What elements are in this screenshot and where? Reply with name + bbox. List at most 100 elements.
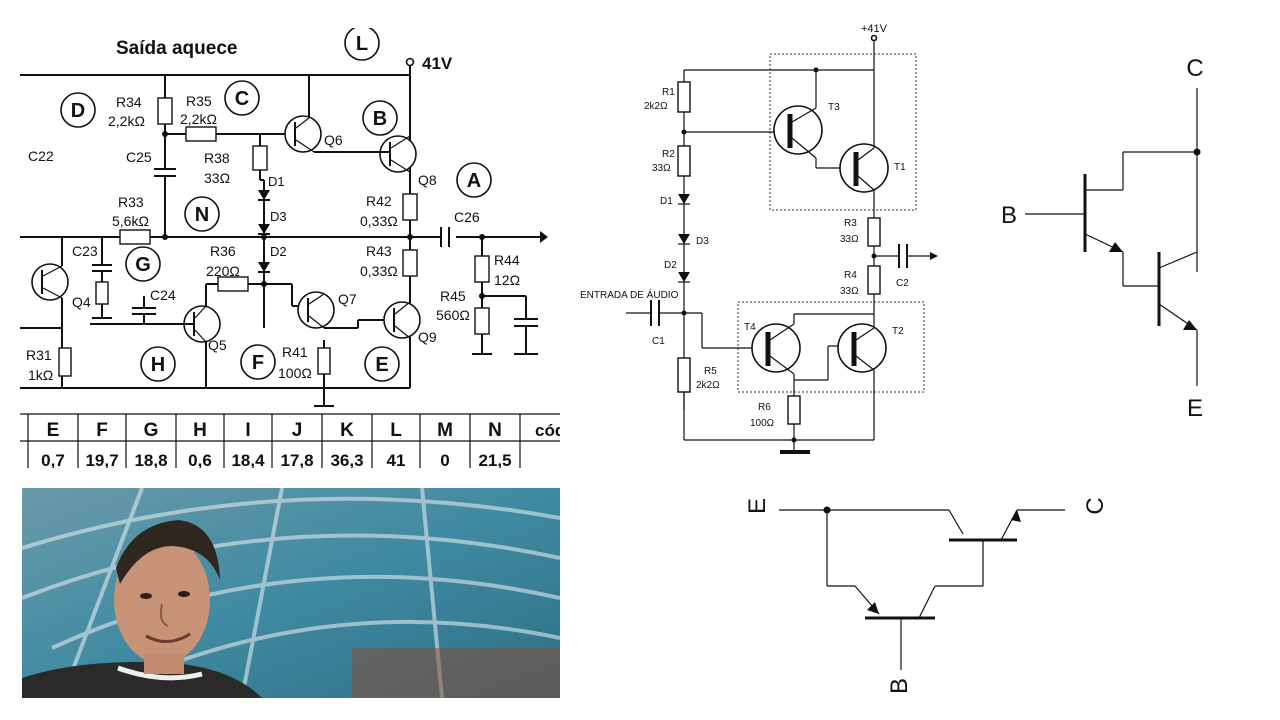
sziklai-symbol: E C B [735, 490, 1110, 702]
d2-label: D2 [270, 244, 287, 259]
r43-value: 0,33Ω [360, 263, 398, 279]
r3-value: 33Ω [840, 234, 859, 245]
simplified-circuit: +41V R1 2k2Ω R2 33Ω D1 D3 D2 R5 2k2Ω ENT… [580, 18, 948, 466]
tunnel-arches [22, 488, 560, 698]
svg-text:C: C [235, 88, 249, 110]
t4-transistor [751, 323, 801, 373]
table-value-l: 41 [387, 451, 406, 468]
collector-label: C [1082, 497, 1109, 514]
r6-label: R6 [758, 402, 771, 413]
svg-text:B: B [373, 108, 387, 130]
r6-value: 100Ω [750, 418, 775, 429]
r1-label: R1 [662, 87, 675, 98]
emitter-label: E [744, 498, 771, 514]
q7-label: Q7 [338, 291, 357, 307]
c22-label: C22 [28, 148, 54, 164]
table-header-j: J [292, 420, 303, 441]
table-header-i: I [245, 420, 250, 441]
r38-label: R38 [204, 150, 230, 166]
r45-label: R45 [440, 288, 466, 304]
table-header-m: M [437, 420, 453, 441]
table-value-g: 18,8 [134, 451, 167, 468]
d1-label: D1 [268, 174, 285, 189]
schematic-title: Saída aquece [116, 38, 237, 59]
darlington-symbol: C B E [997, 40, 1229, 458]
q9-transistor [383, 301, 421, 339]
table-value-e: 0,7 [41, 451, 65, 468]
r42-value: 0,33Ω [360, 213, 398, 229]
c24-label: C24 [150, 287, 176, 303]
r1-value: 2k2Ω [644, 101, 668, 112]
r43-label: R43 [366, 243, 392, 259]
r36-label: R36 [210, 243, 236, 259]
d3-label: D3 [696, 236, 709, 247]
d3-label: D3 [270, 209, 287, 224]
r38-value: 33Ω [204, 170, 230, 186]
q7-transistor [297, 291, 335, 329]
q8-label: Q8 [418, 172, 437, 188]
collector-label: C [1186, 55, 1203, 82]
svg-text:F: F [252, 352, 264, 374]
table-value-k: 36,3 [330, 451, 363, 468]
amplifier-schematic: Saída aquece 41V R34 2,2kΩ C25 R35 2,2kΩ… [20, 28, 560, 468]
table-value-i: 18,4 [231, 451, 265, 468]
r33-label: R33 [118, 194, 144, 210]
callout-b: B [362, 100, 398, 136]
d2-label: D2 [664, 260, 677, 271]
d1-label: D1 [660, 196, 673, 207]
table-header-e: E [47, 420, 60, 441]
q5-label: Q5 [208, 337, 227, 353]
voltage-table: E F G H I J K L M N cód 0,7 19,7 18,8 0,… [20, 413, 560, 468]
r41-value: 100Ω [278, 365, 312, 381]
q4-label: Q4 [72, 294, 91, 310]
callout-a: A [456, 162, 492, 198]
t4-label: T4 [744, 322, 756, 333]
r35-value: 2,2kΩ [180, 111, 217, 127]
t2-label: T2 [892, 326, 904, 337]
r3-label: R3 [844, 218, 857, 229]
svg-text:N: N [195, 204, 209, 226]
callout-d: D [60, 92, 96, 128]
callout-f: F [240, 344, 276, 380]
table-value-n: 21,5 [478, 451, 511, 468]
r34-value: 2,2kΩ [108, 113, 145, 129]
t2-transistor [837, 323, 887, 373]
r5-label: R5 [704, 366, 717, 377]
table-value-j: 17,8 [280, 451, 313, 468]
table-header-f: F [96, 420, 108, 441]
person-figure [22, 520, 262, 698]
q6-transistor [284, 115, 322, 153]
svg-text:G: G [135, 254, 151, 276]
r45-value: 560Ω [436, 307, 470, 323]
table-header-g: G [144, 420, 159, 441]
table-value-m: 0 [440, 451, 449, 468]
table-header-l: L [390, 420, 402, 441]
c1-label: C1 [652, 336, 665, 347]
base-label: B [1001, 202, 1017, 229]
q4-transistor [31, 263, 69, 301]
supply-41v-label: 41V [422, 54, 453, 73]
callout-e: E [364, 346, 400, 382]
r4-value: 33Ω [840, 286, 859, 297]
c26-label: C26 [454, 209, 480, 225]
r2-label: R2 [662, 149, 675, 160]
base-label: B [886, 678, 913, 694]
callout-h: H [140, 346, 176, 382]
svg-text:H: H [151, 354, 165, 376]
r41-label: R41 [282, 344, 308, 360]
t3-transistor [773, 105, 823, 155]
r31-value: 1kΩ [28, 367, 53, 383]
callout-n: N [184, 196, 220, 232]
presenter-photo [22, 488, 560, 698]
emitter-label: E [1187, 395, 1203, 422]
table-header-cod: cód [535, 421, 560, 440]
q9-label: Q9 [418, 329, 437, 345]
svg-text:D: D [71, 100, 85, 122]
c23-label: C23 [72, 243, 98, 259]
table-header-k: K [340, 420, 354, 441]
q8-transistor [379, 135, 417, 173]
callout-g: G [125, 246, 161, 282]
r31-label: R31 [26, 347, 52, 363]
r42-label: R42 [366, 193, 392, 209]
audio-input-label: ENTRADA DE ÁUDIO [580, 288, 679, 301]
